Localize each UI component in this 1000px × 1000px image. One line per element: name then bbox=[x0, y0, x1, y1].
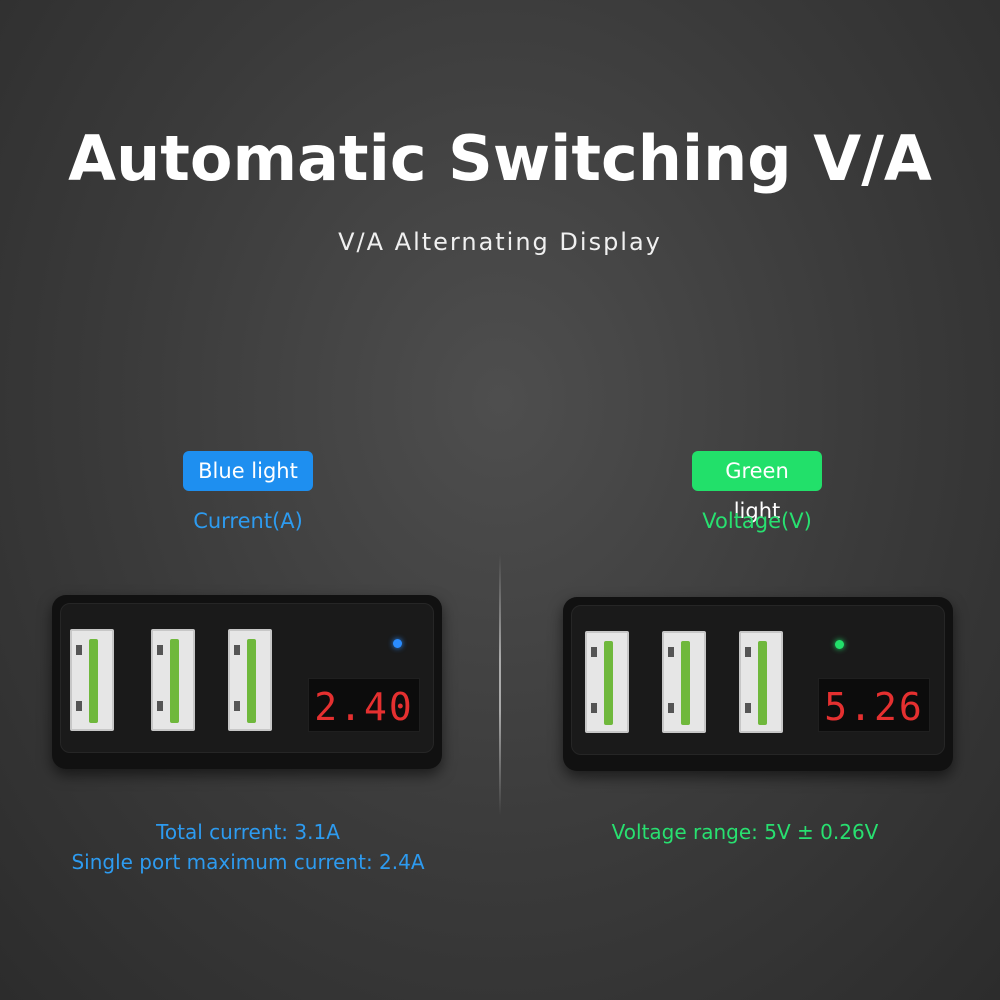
led-display: 5.26 bbox=[818, 678, 930, 732]
display-current-value: 2.40 bbox=[314, 685, 414, 729]
center-divider bbox=[499, 555, 501, 815]
usb-port-1 bbox=[585, 631, 629, 733]
green-led-icon bbox=[835, 640, 844, 649]
charger-current: 2.40 bbox=[52, 595, 442, 769]
usb-port-2 bbox=[662, 631, 706, 733]
charger-voltage: 5.26 bbox=[563, 597, 953, 771]
current-mode-label: Current(A) bbox=[193, 509, 303, 533]
usb-port-2 bbox=[151, 629, 195, 731]
usb-port-3 bbox=[228, 629, 272, 731]
voltage-range-note: Voltage range: 5V ± 0.26V bbox=[611, 820, 879, 844]
led-display: 2.40 bbox=[308, 678, 420, 732]
blue-led-icon bbox=[393, 639, 402, 648]
single-port-note: Single port maximum current: 2.4A bbox=[71, 850, 425, 874]
voltage-mode-label: Voltage(V) bbox=[702, 509, 812, 533]
page-subtitle: V/A Alternating Display bbox=[338, 228, 662, 256]
total-current-note: Total current: 3.1A bbox=[156, 820, 340, 844]
usb-port-1 bbox=[70, 629, 114, 731]
blue-light-badge: Blue light bbox=[183, 451, 313, 491]
usb-port-3 bbox=[739, 631, 783, 733]
display-voltage-value: 5.26 bbox=[824, 685, 924, 729]
green-light-badge: Green light bbox=[692, 451, 822, 523]
page-title: Automatic Switching V/A bbox=[68, 122, 932, 195]
